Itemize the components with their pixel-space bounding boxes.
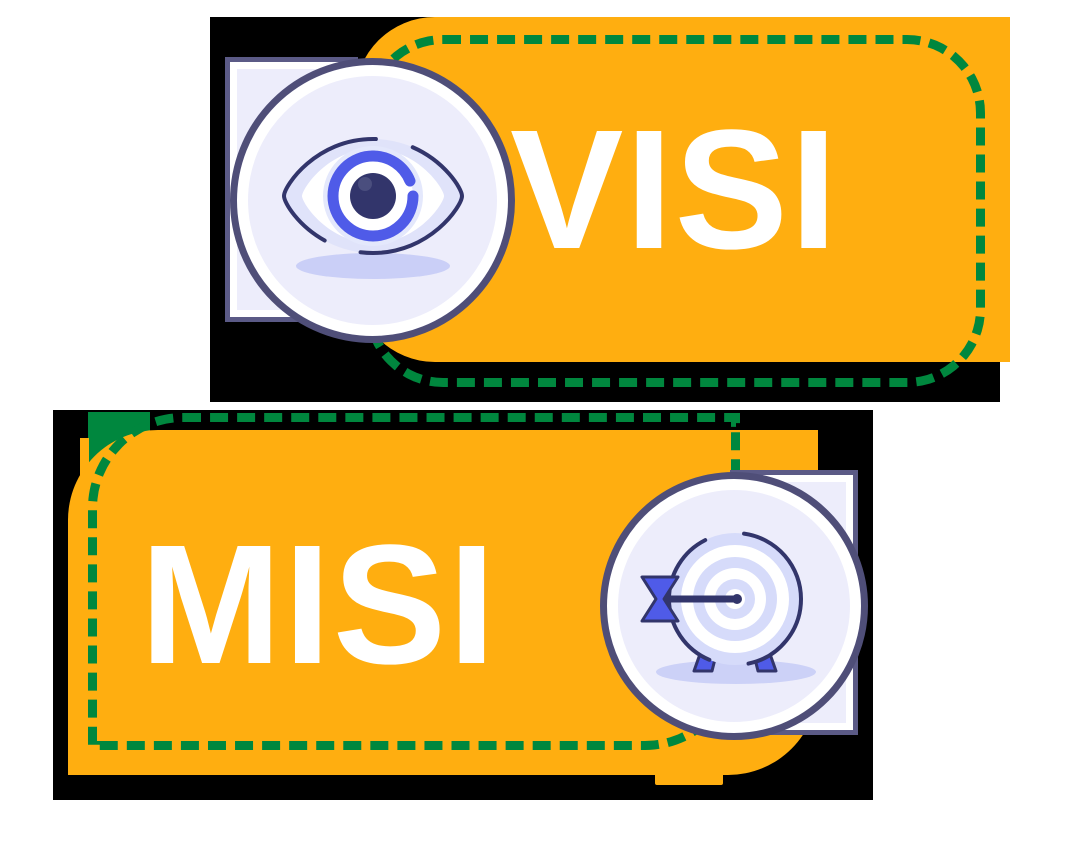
visi-label: VISI xyxy=(510,95,840,285)
misi-label: MISI xyxy=(140,510,498,700)
visi-card-group[interactable]: VISI xyxy=(0,0,1079,420)
visi-icon-badge[interactable] xyxy=(230,58,515,343)
misi-bottom-nub xyxy=(655,762,723,785)
target-arrow-icon xyxy=(634,519,834,694)
eye-icon xyxy=(270,111,475,291)
misi-icon-badge[interactable] xyxy=(600,472,868,740)
